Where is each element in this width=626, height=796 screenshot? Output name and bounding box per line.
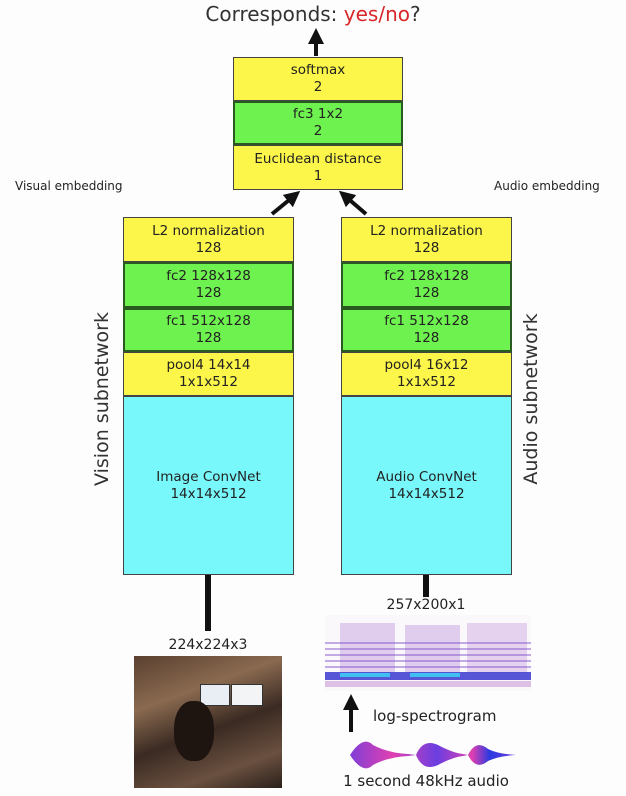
layer-size: 2 <box>313 123 323 139</box>
audio-waveform <box>340 741 516 769</box>
layer-name: fc3 1x2 <box>292 106 344 122</box>
layer-name: fc1 512x128 <box>166 313 251 329</box>
monitor-left <box>200 684 230 706</box>
layer-size: 128 <box>195 239 222 256</box>
image-size-label: 224x224x3 <box>168 637 248 653</box>
title-prefix: Corresponds: <box>205 2 344 26</box>
monitor-right <box>231 684 263 706</box>
output-title: Corresponds: yes/no? <box>0 2 626 26</box>
layer-name: fc2 128x128 <box>384 268 469 284</box>
visual-embedding-label: Visual embedding <box>15 179 123 193</box>
spectrogram-image <box>325 615 531 691</box>
layer-name: Euclidean distance <box>254 150 382 167</box>
layer-size: 128 <box>195 330 222 346</box>
person-silhouette <box>174 701 214 761</box>
layer-name: fc1 512x128 <box>384 313 469 329</box>
layer-size: 1 <box>313 167 323 184</box>
vision-subnetwork-label: Vision subnetwork <box>91 312 113 486</box>
layer-size: 14x14x512 <box>170 485 247 502</box>
spectrogram-size-label: 257x200x1 <box>386 597 466 613</box>
layer-name: Image ConvNet <box>156 468 261 485</box>
layer-name: softmax <box>290 62 346 78</box>
audio-embedding-arrow <box>338 190 368 216</box>
spectrogram-label: log-spectrogram <box>373 707 497 725</box>
layer-size: 1x1x512 <box>397 374 456 390</box>
layer-name: L2 normalization <box>152 222 265 239</box>
visual-embedding-arrow <box>270 190 301 216</box>
layer-name: L2 normalization <box>370 222 483 239</box>
title-suffix: ? <box>410 2 421 26</box>
layer-size: 128 <box>413 330 440 346</box>
input-video-frame <box>134 656 282 788</box>
layer-size: 2 <box>313 79 323 95</box>
audio-input-label: 1 second 48kHz audio <box>343 772 509 790</box>
layer-name: Audio ConvNet <box>376 468 477 485</box>
audio-embedding-label: Audio embedding <box>494 179 600 193</box>
title-answer: yes/no <box>343 2 410 26</box>
layer-name: pool4 16x12 <box>384 357 469 373</box>
layer-size: 14x14x512 <box>388 485 465 502</box>
layer-size: 128 <box>413 285 440 301</box>
layer-name: fc2 128x128 <box>166 268 251 284</box>
layer-name: pool4 14x14 <box>166 357 251 373</box>
layer-size: 128 <box>413 239 440 256</box>
audio-input-connector <box>423 575 429 597</box>
vision-input-connector <box>205 575 211 631</box>
layer-size: 128 <box>195 285 222 301</box>
audio-subnetwork-label: Audio subnetwork <box>520 313 542 485</box>
layer-size: 1x1x512 <box>179 374 238 390</box>
